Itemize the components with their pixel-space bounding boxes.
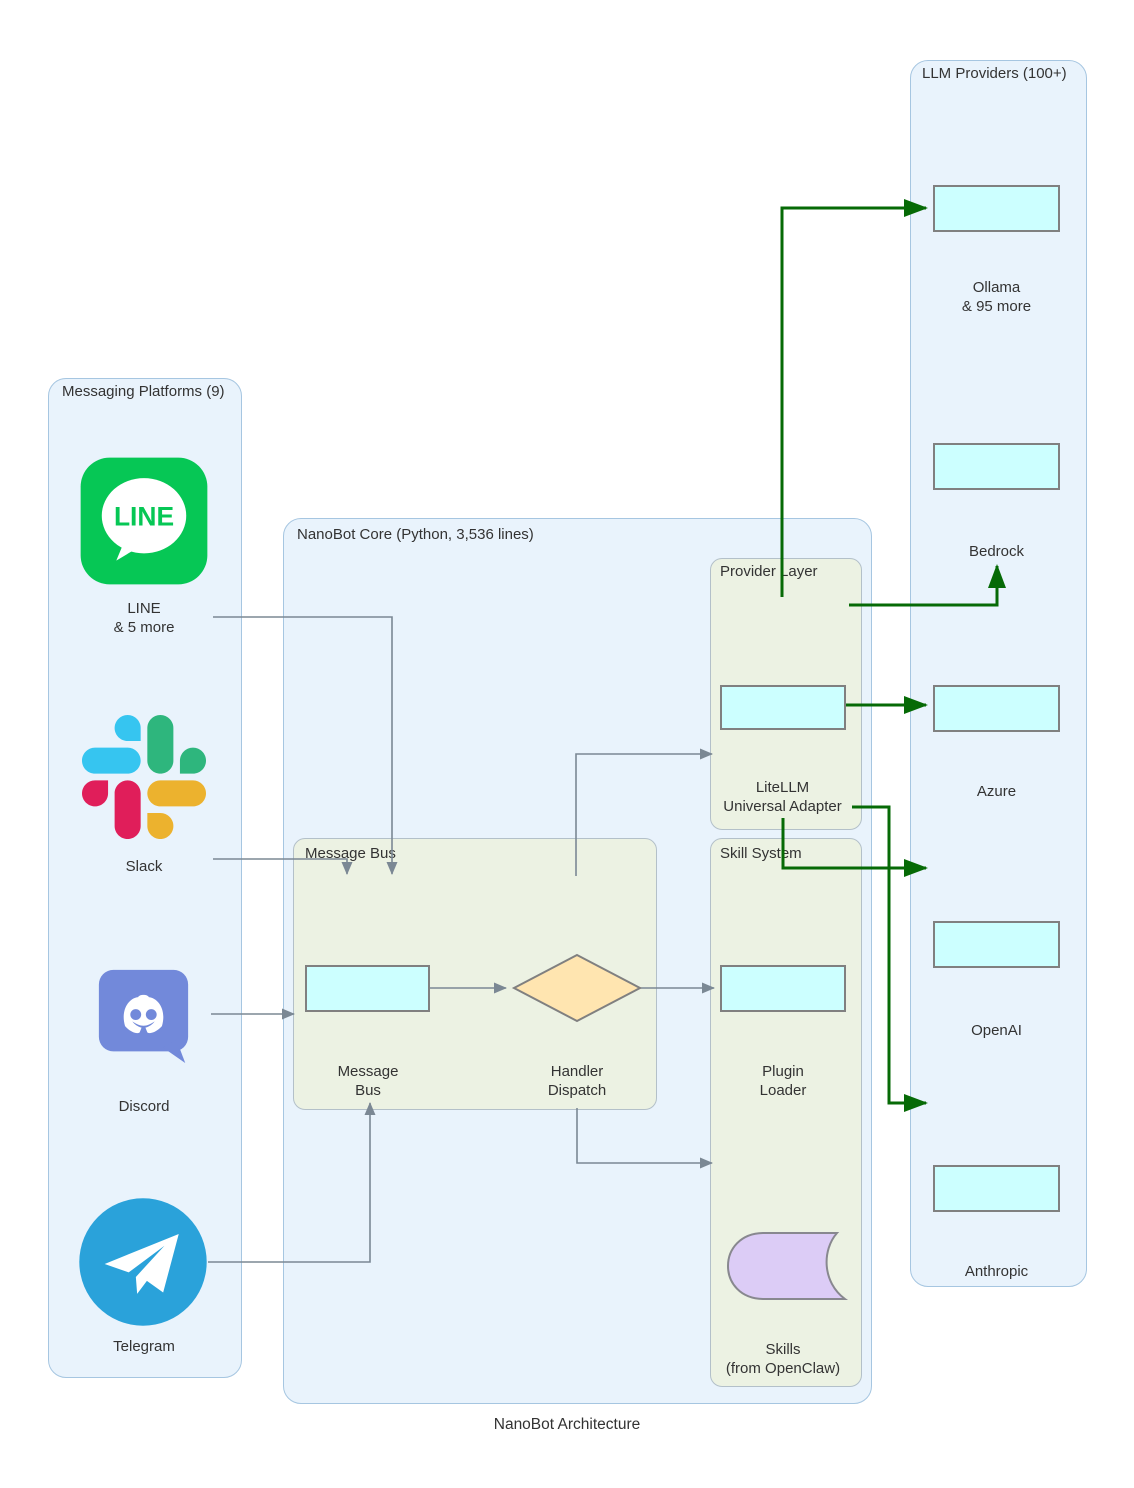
- discord-label: Discord: [118, 1098, 170, 1115]
- message-bus-subgroup-title: Message Bus: [305, 845, 396, 862]
- llm-providers-title: LLM Providers (100+): [922, 65, 1067, 82]
- diagram-caption: NanoBot Architecture: [493, 1416, 641, 1433]
- anthropic-icon-placeholder: [933, 1165, 1060, 1212]
- message-bus-label: Message Bus: [337, 1063, 399, 1099]
- plugin-loader-label: Plugin Loader: [759, 1063, 807, 1099]
- nanobot-core-title: NanoBot Core (Python, 3,536 lines): [297, 526, 534, 543]
- message-bus-box: [305, 965, 430, 1012]
- ollama-label: Ollama & 95 more: [961, 279, 1032, 315]
- azure-label: Azure: [976, 783, 1017, 800]
- litellm-adapter-box: [720, 685, 846, 730]
- discord-icon: [98, 969, 189, 1064]
- plugin-loader-box: [720, 965, 846, 1012]
- bedrock-icon-placeholder: [933, 443, 1060, 490]
- litellm-adapter-label: LiteLLM Universal Adapter: [723, 779, 842, 815]
- anthropic-label: Anthropic: [964, 1263, 1029, 1280]
- bedrock-label: Bedrock: [968, 543, 1025, 560]
- telegram-label: Telegram: [113, 1338, 175, 1355]
- messaging-platforms-title: Messaging Platforms (9): [62, 383, 225, 400]
- slack-label: Slack: [125, 858, 163, 875]
- slack-icon: [82, 715, 206, 839]
- line-icon: LINE: [80, 457, 208, 585]
- llm-providers-container: [910, 60, 1087, 1287]
- skill-system-title: Skill System: [720, 845, 802, 862]
- azure-icon-placeholder: [933, 685, 1060, 732]
- openai-icon-placeholder: [933, 921, 1060, 968]
- openai-label: OpenAI: [971, 1022, 1022, 1039]
- ollama-icon-placeholder: [933, 185, 1060, 232]
- handler-dispatch-label: Handler Dispatch: [547, 1063, 607, 1099]
- skill-system-subgroup: [710, 838, 862, 1387]
- skills-label: Skills (from OpenClaw): [725, 1341, 841, 1377]
- line-label: LINE & 5 more: [113, 600, 175, 636]
- telegram-icon: [79, 1198, 207, 1326]
- line-icon-text: LINE: [114, 502, 174, 532]
- provider-layer-title: Provider Layer: [720, 563, 818, 580]
